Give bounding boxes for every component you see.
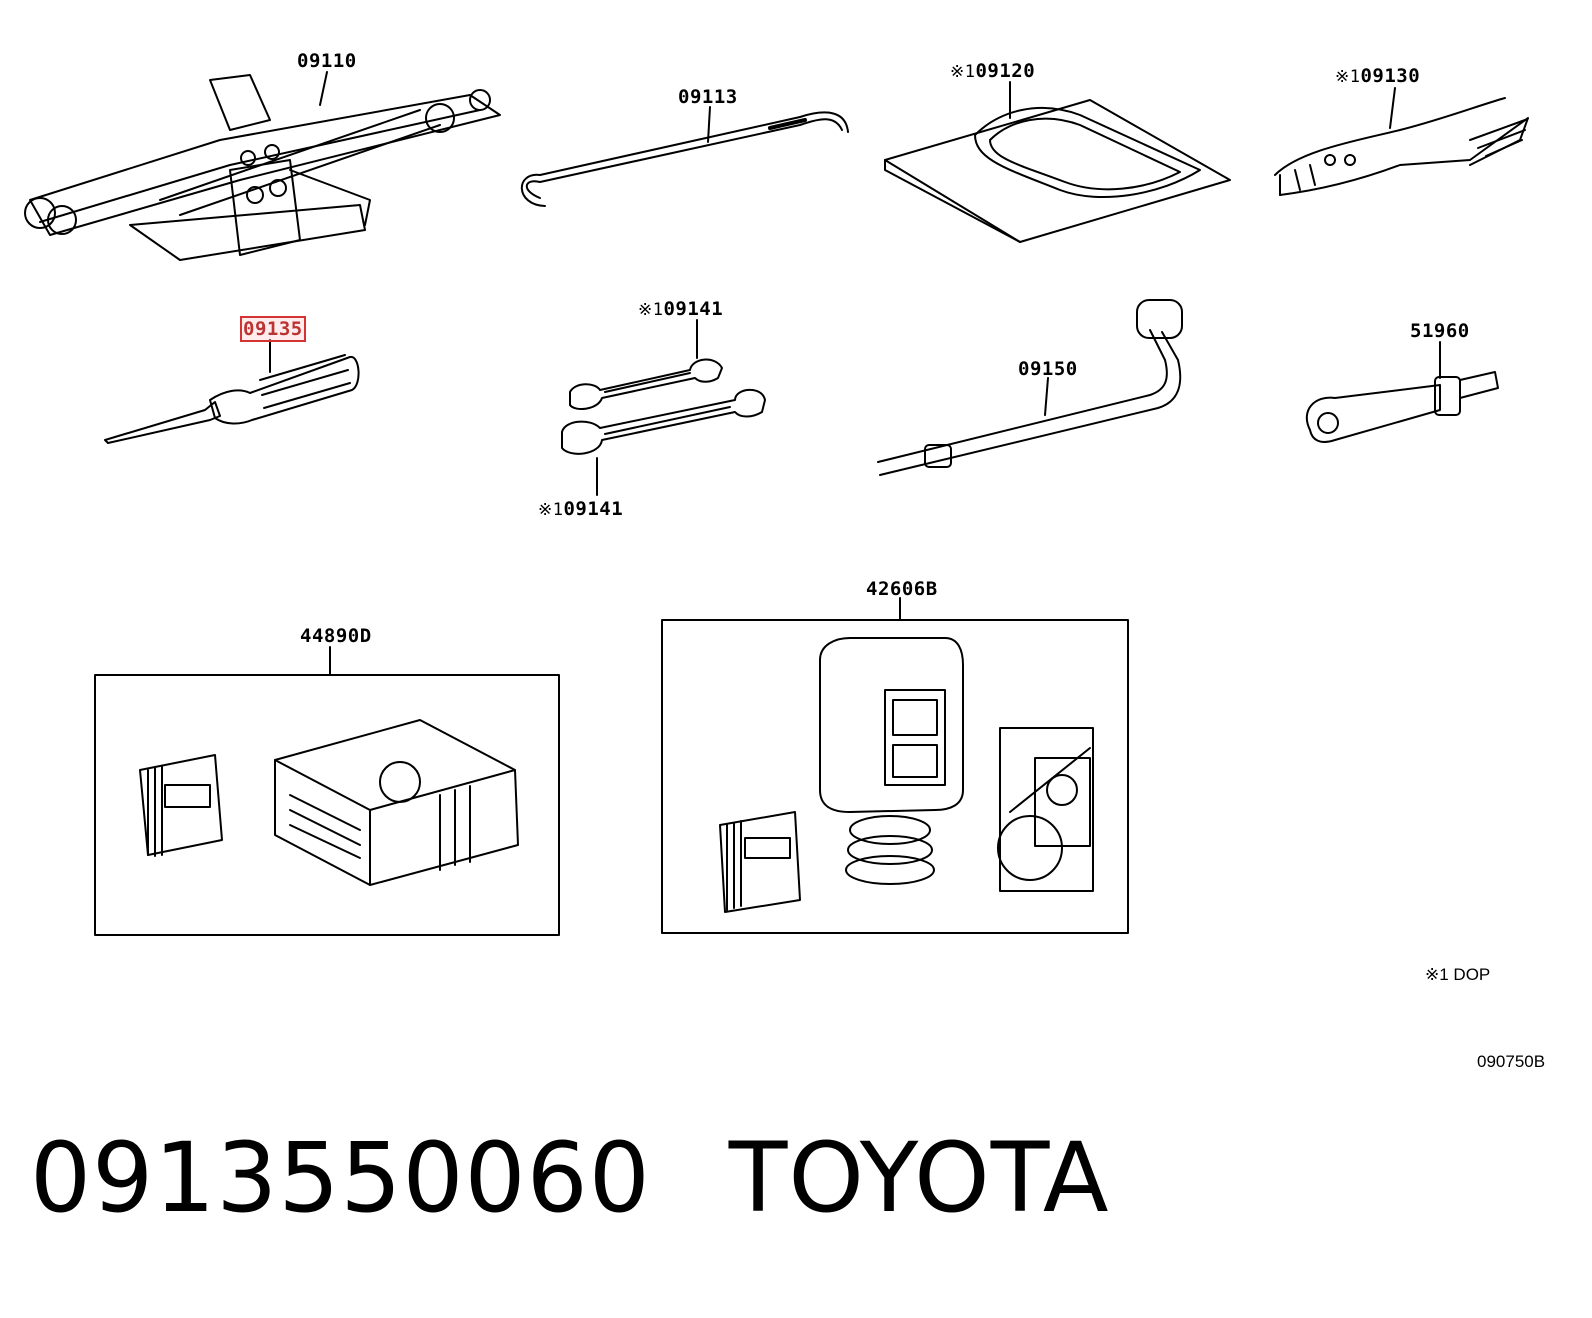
sealant-kit-frame [661, 619, 1129, 934]
label-wrench-upper: ※109141 [638, 298, 724, 320]
highlighted-part-number[interactable]: 09135 [240, 316, 306, 342]
dop-marker: ※1 [638, 300, 664, 320]
label-sealant-kit: 42606B [866, 578, 938, 600]
wheel-nut-wrench-drawing [877, 299, 1183, 476]
label-pliers: ※109130 [1335, 65, 1421, 87]
jack-drawing [24, 74, 501, 261]
jack-handle-drawing [520, 111, 849, 207]
leader-jack [319, 71, 328, 106]
label-wrench-lower: ※109141 [538, 498, 624, 520]
label-wheel-nut-wrench: 09150 [1018, 358, 1078, 380]
leader-jack-handle [707, 106, 711, 143]
dop-marker: ※1 [950, 62, 976, 82]
compressor-kit-frame [94, 674, 560, 936]
dop-footnote: ※1 DOP [1425, 965, 1491, 984]
label-jack-handle: 09113 [678, 86, 738, 108]
label-tool-bag: ※109120 [950, 60, 1036, 82]
screwdriver-drawing [104, 354, 360, 444]
label-compressor-kit: 44890D [300, 625, 372, 647]
figure-reference: 090750B [1477, 1052, 1546, 1071]
wrenches-drawing [561, 358, 766, 455]
caption-part-number: 0913550060 [30, 1122, 651, 1234]
bolt-drawing [1305, 371, 1499, 443]
sealant-kit-drawing [719, 637, 1094, 913]
dop-marker: ※1 [538, 500, 564, 520]
dop-marker: ※1 [1335, 67, 1361, 87]
tool-bag-drawing [884, 99, 1231, 243]
leader-pliers [1389, 87, 1396, 129]
caption-brand: TOYOTA [728, 1122, 1110, 1234]
leader-wheel-nut-wrench [1044, 377, 1049, 416]
label-jack: 09110 [297, 50, 357, 72]
label-bolt: 51960 [1410, 320, 1470, 342]
label-screwdriver[interactable]: 09135 [240, 316, 306, 342]
pliers-drawing [1274, 97, 1529, 196]
compressor-kit-drawing [139, 719, 519, 886]
